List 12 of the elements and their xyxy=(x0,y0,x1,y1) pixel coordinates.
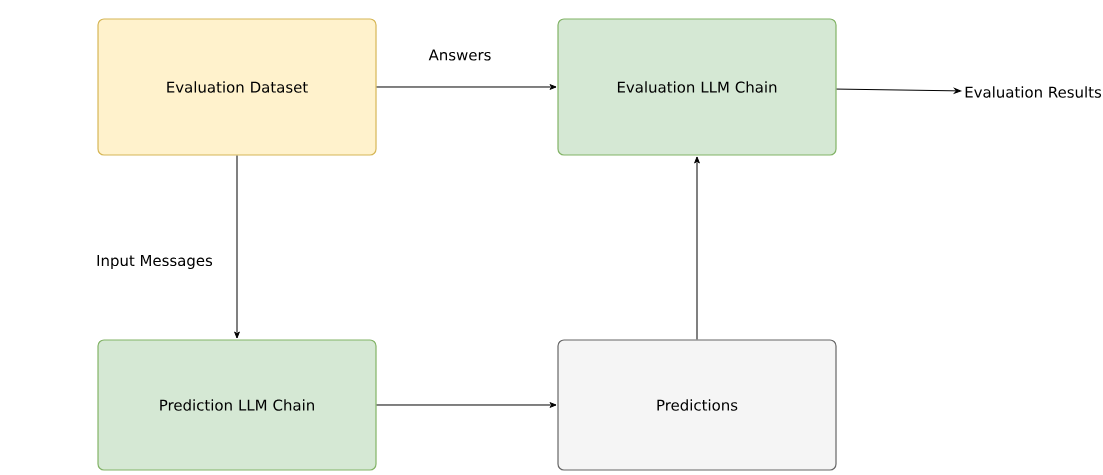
process-box: Evaluation LLM Chain xyxy=(557,18,837,156)
arrow xyxy=(694,156,700,340)
output-label: Evaluation Results xyxy=(965,86,1102,98)
process-box: Predictions xyxy=(557,339,837,471)
process-box: Evaluation Dataset xyxy=(97,18,377,156)
edge-label: Answers xyxy=(426,47,494,63)
process-box: Prediction LLM Chain xyxy=(97,339,377,471)
arrow xyxy=(376,402,557,408)
edge-label: Input Messages xyxy=(94,253,215,271)
arrow xyxy=(234,155,240,339)
arrow xyxy=(836,87,962,94)
arrow xyxy=(376,84,557,90)
